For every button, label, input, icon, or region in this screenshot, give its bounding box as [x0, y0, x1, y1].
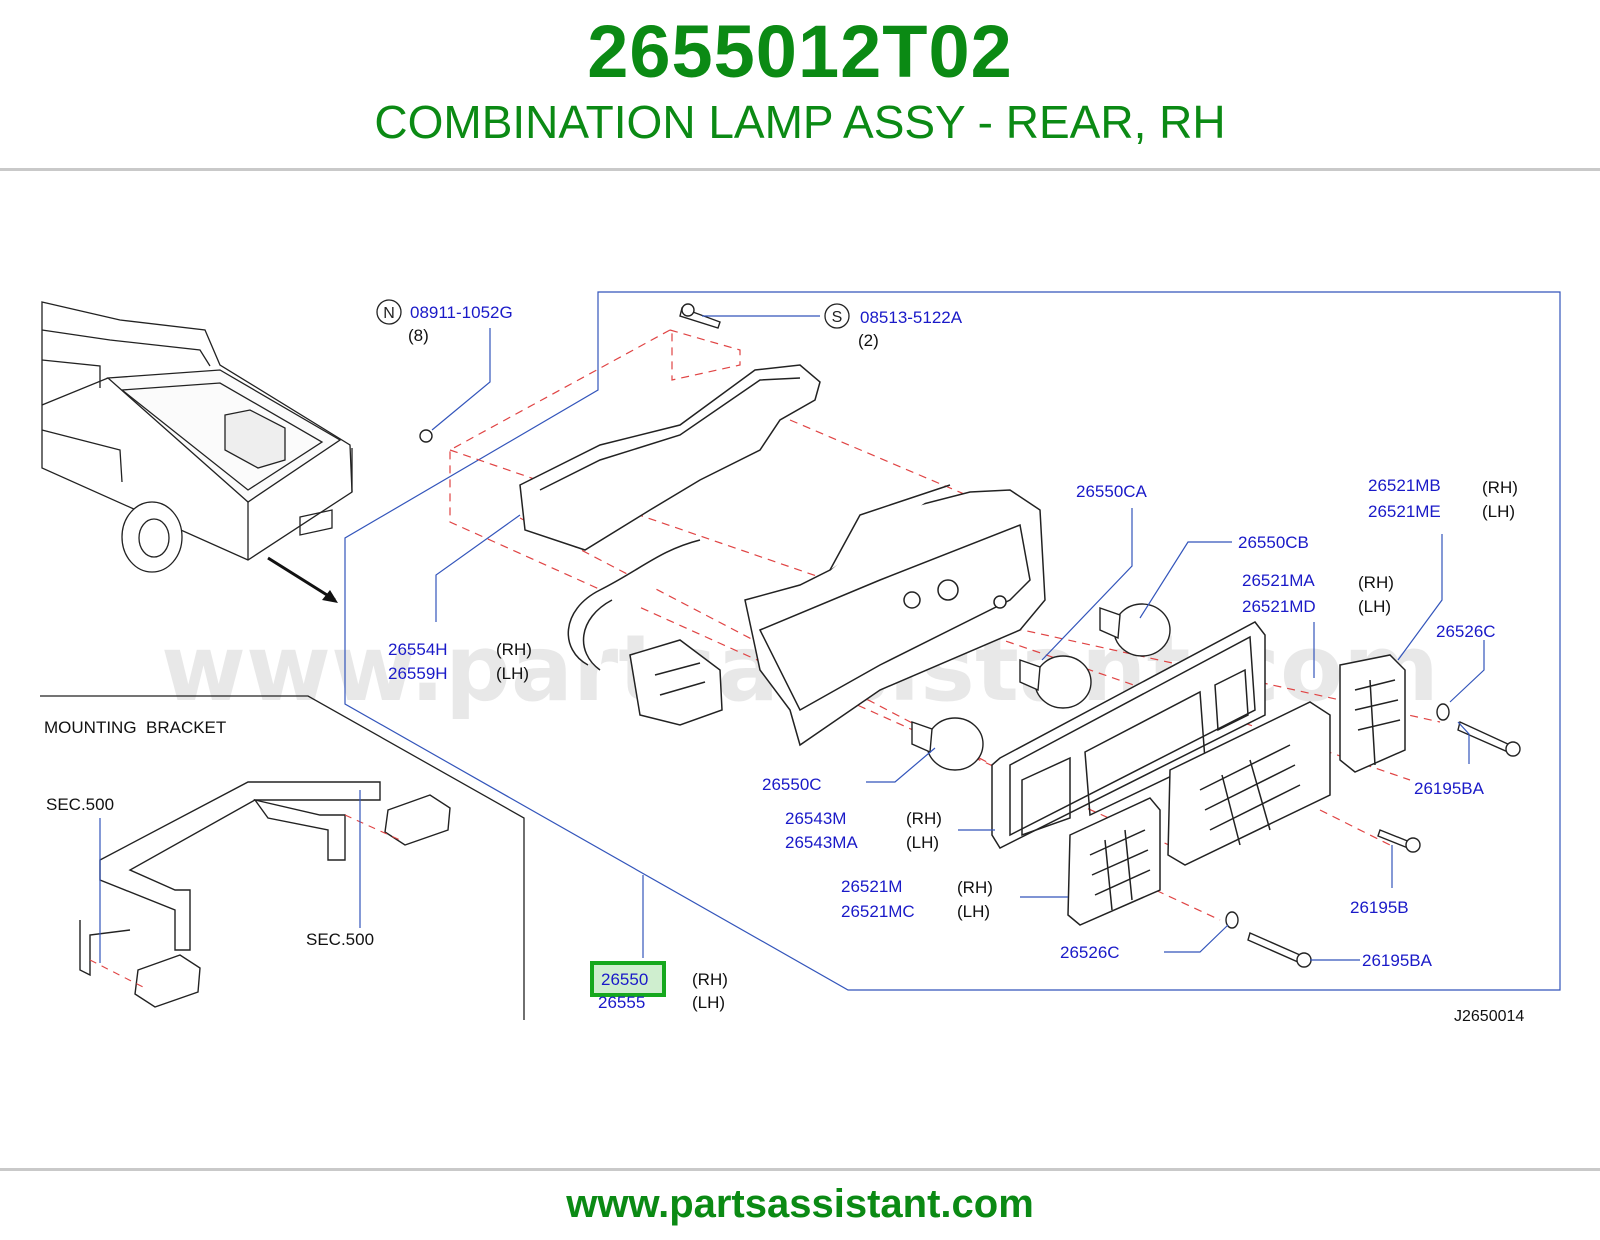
- gasket-illustration: [991, 621, 1266, 849]
- callout-part-number[interactable]: 26195BA: [1414, 779, 1485, 798]
- callout-part-number[interactable]: 26543M: [785, 809, 846, 828]
- callout-side: (LH): [1482, 502, 1515, 521]
- bracket-alignment-guides: [89, 814, 401, 989]
- callout-side: (LH): [906, 833, 939, 852]
- callout-side: (RH): [906, 809, 942, 828]
- selected-part-highlight: [590, 961, 666, 997]
- callout-part-number[interactable]: 26543MA: [785, 833, 858, 852]
- callout-part-number[interactable]: 26550CB: [1238, 533, 1309, 552]
- callout-part-number[interactable]: 26555: [598, 993, 645, 1012]
- callout-side: (LH): [692, 993, 725, 1012]
- n-symbol-icon: [376, 299, 402, 325]
- callout-part-number-selected[interactable]: 26550: [601, 970, 648, 989]
- callout-part-number[interactable]: 26521ME: [1368, 502, 1441, 521]
- callout-part-number[interactable]: 26550C: [762, 775, 822, 794]
- callout-side: (RH): [1358, 573, 1394, 592]
- callout-part-number[interactable]: 26195BA: [1362, 951, 1433, 970]
- inset-title: MOUNTING BRACKET: [44, 718, 226, 737]
- callout-part-number[interactable]: 08513-5122A: [860, 308, 963, 327]
- callout-side: (RH): [1482, 478, 1518, 497]
- mounting-bracket-illustration: [79, 781, 451, 1008]
- callout-side: (RH): [692, 970, 728, 989]
- callout-part-number[interactable]: 26554H: [388, 640, 448, 659]
- callout-part-number[interactable]: 26521MA: [1242, 571, 1315, 590]
- callout-side: (LH): [496, 664, 529, 683]
- assembly-frame: [344, 291, 1561, 991]
- n-symbol-label: N: [383, 305, 395, 322]
- callout-qty: (2): [858, 331, 879, 350]
- callout-part-number[interactable]: 26521MB: [1368, 476, 1441, 495]
- callout-part-number[interactable]: 26521MD: [1242, 597, 1316, 616]
- section-reference: SEC.500: [306, 930, 374, 949]
- callout-part-number[interactable]: 08911-1052G: [410, 303, 513, 322]
- footer-divider: [0, 1168, 1600, 1171]
- lens-illustrations: [1067, 654, 1406, 926]
- lamp-housing-illustration: [519, 364, 1046, 747]
- callout-leaders: [99, 315, 1485, 963]
- s-symbol-icon: [824, 303, 850, 329]
- callout-qty: (8): [408, 326, 429, 345]
- diagram-code: J2650014: [1454, 1008, 1524, 1025]
- bulb-illustrations: [911, 603, 1171, 771]
- section-reference: SEC.500: [46, 795, 114, 814]
- callout-part-number[interactable]: 26521MC: [841, 902, 915, 921]
- callout-part-number[interactable]: 26550CA: [1076, 482, 1148, 501]
- fastener-illustrations: [419, 303, 1521, 968]
- callout-side: (RH): [496, 640, 532, 659]
- callout-side: (LH): [957, 902, 990, 921]
- pickup-truck-illustration: [41, 301, 353, 573]
- s-symbol-label: S: [832, 309, 843, 326]
- arrow-head-icon: [322, 590, 338, 603]
- header-divider: [0, 168, 1600, 171]
- callout-part-number[interactable]: 26521M: [841, 877, 902, 896]
- callout-part-number[interactable]: 26195B: [1350, 898, 1409, 917]
- callout-side: (LH): [1358, 597, 1391, 616]
- view-arrow: [267, 556, 336, 602]
- callout-part-number[interactable]: 26526C: [1436, 622, 1496, 641]
- callout-side: (RH): [957, 878, 993, 897]
- part-number-title: 2655012T02: [587, 10, 1013, 93]
- inset-divider: [40, 695, 525, 1020]
- part-description: COMBINATION LAMP ASSY - REAR, RH: [374, 96, 1226, 148]
- callout-labels: 08911-1052G (8) 08513-5122A (2) 26550CA …: [388, 303, 1518, 1012]
- footer-website-link[interactable]: www.partsassistant.com: [566, 1182, 1034, 1226]
- callout-part-number[interactable]: 26526C: [1060, 943, 1120, 962]
- parts-diagram: www.partsassistant.com: [0, 270, 1600, 1060]
- callout-part-number[interactable]: 26559H: [388, 664, 448, 683]
- page-header: 2655012T02 COMBINATION LAMP ASSY - REAR,…: [0, 0, 1600, 172]
